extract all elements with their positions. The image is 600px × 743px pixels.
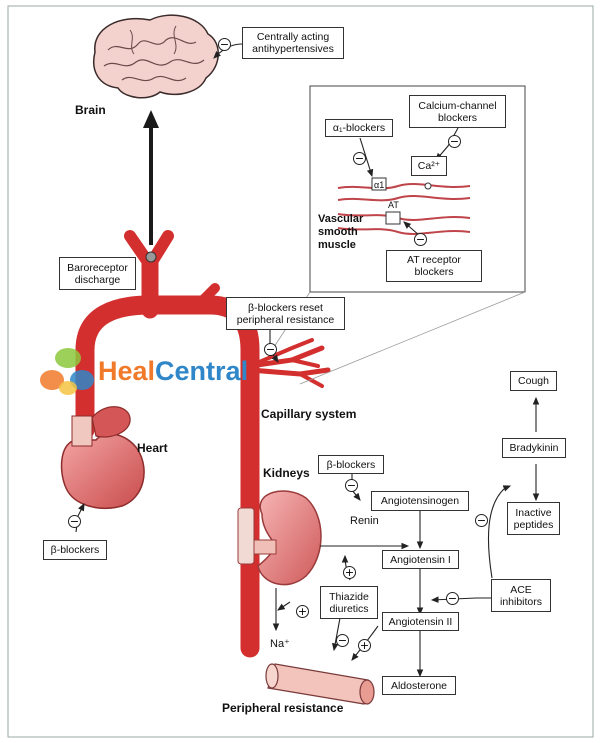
minus-sign-ace-angiotensin: − (446, 592, 459, 605)
angiotensin-i-box: Angiotensin I (382, 550, 459, 569)
thiazide-diuretics-box: Thiazide diuretics (320, 586, 378, 619)
minus-sign-beta-kidney: − (345, 479, 358, 492)
outer-frame (7, 5, 594, 738)
inactive-peptides-box: Inactive peptides (507, 502, 560, 535)
at-receptor-site (385, 211, 401, 225)
at-site-label: AT (388, 200, 399, 210)
renin-label: Renin (350, 515, 379, 527)
minus-sign-central: − (218, 38, 231, 51)
aldosterone-box: Aldosterone (382, 676, 456, 695)
at-receptor-blockers-box: AT receptor blockers (386, 250, 482, 282)
brain-label: Brain (75, 103, 106, 117)
ace-inhibitors-box: ACE inhibitors (491, 579, 551, 612)
minus-sign-beta-reset: − (264, 343, 277, 356)
kidney-image (237, 490, 322, 586)
heart-image (60, 406, 145, 509)
centrally-acting-box: Centrally acting antihypertensives (242, 27, 344, 59)
beta-blockers-reset-box: β-blockers reset peripheral resistance (226, 297, 345, 330)
angiotensin-ii-box: Angiotensin II (382, 612, 459, 631)
kidneys-label: Kidneys (263, 466, 310, 480)
cough-box: Cough (510, 371, 557, 391)
minus-sign-alpha1: − (353, 152, 366, 165)
beta-blockers-kidney-box: β-blockers (318, 455, 384, 474)
peripheral-vessel (265, 663, 375, 705)
baroreceptor-box: Baroreceptor discharge (59, 257, 136, 290)
brain-image (93, 14, 219, 99)
beta-blockers-heart-box: β-blockers (43, 540, 107, 560)
peripheral-resistance-label: Peripheral resistance (222, 701, 344, 715)
minus-sign-beta-heart: − (68, 515, 81, 528)
minus-sign-at-receptor: − (414, 233, 427, 246)
watermark-central: Central (155, 356, 249, 386)
heart-label: Heart (137, 441, 168, 455)
bradykinin-box: Bradykinin (502, 438, 566, 458)
watermark-text: HealCentral (98, 356, 248, 387)
minus-sign-thiazide-resistance: − (336, 634, 349, 647)
vascular-smooth-muscle-label: Vascular smooth muscle (318, 213, 364, 251)
sodium-label: Na⁺ (270, 638, 290, 650)
calcium-channel-site (424, 182, 432, 190)
watermark-heal: Heal (98, 356, 156, 386)
alpha1-receptor-site (371, 177, 387, 191)
calcium-ion-box: Ca²⁺ (411, 156, 447, 176)
plus-sign-thiazide-renin: + (343, 566, 356, 579)
baroreceptor-node (145, 251, 157, 263)
plus-sign-thiazide-sodium: + (296, 605, 309, 618)
alpha1-blockers-box: α₁-blockers (325, 119, 393, 137)
calcium-channel-blockers-box: Calcium-channel blockers (409, 95, 506, 128)
angiotensinogen-box: Angiotensinogen (371, 491, 469, 511)
minus-sign-calcium: − (448, 135, 461, 148)
brain-arrow-head (143, 110, 159, 128)
alpha1-site-label: α1 (374, 180, 385, 190)
capillary-system-label: Capillary system (261, 407, 357, 421)
plus-sign-angiotensin-resistance: + (358, 639, 371, 652)
healcentral-logo-icon (40, 348, 94, 395)
minus-sign-ace-bradykinin: − (475, 514, 488, 527)
inset-connector-2 (299, 291, 526, 385)
